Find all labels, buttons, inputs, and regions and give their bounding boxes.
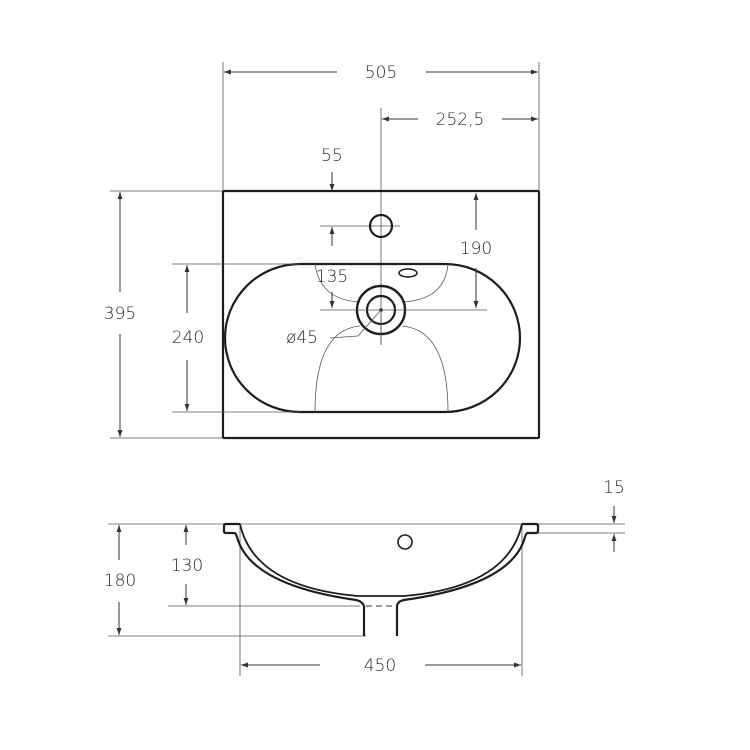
dim-tap-offset: 55 <box>320 146 400 246</box>
basin-outline <box>221 189 541 440</box>
dim-depth: 395 <box>104 192 136 437</box>
basin-profile-left <box>222 522 366 636</box>
side-view: 15 180 130 450 <box>104 478 625 676</box>
rim-thickness-label: 15 <box>603 478 625 498</box>
bowl-outline <box>223 262 522 414</box>
overflow-to-drain-label: 135 <box>316 267 348 287</box>
dim-overall-width: 505 <box>224 63 538 83</box>
overall-width-label: 505 <box>365 63 397 83</box>
dim-bowl-height: 130 <box>171 525 203 605</box>
top-view: 505 252,5 55 <box>104 62 541 440</box>
bowl-width-label: 450 <box>364 656 396 676</box>
depth-label: 395 <box>104 304 136 324</box>
half-width-label: 252,5 <box>436 110 485 130</box>
drain-diameter-label: ø45 <box>286 328 318 348</box>
dim-rim-thickness: 15 <box>603 478 625 552</box>
tap-to-drain-label: 190 <box>460 239 492 259</box>
total-height-label: 180 <box>104 571 136 591</box>
dim-half-width: 252,5 <box>382 110 538 130</box>
overflow-hole-side <box>397 534 413 550</box>
dim-bowl-width: 450 <box>241 656 521 676</box>
dim-tap-to-drain: 190 <box>460 193 492 308</box>
tap-offset-label: 55 <box>321 146 343 166</box>
overflow-hole <box>398 268 418 278</box>
dim-bowl-depth: 240 <box>172 265 204 411</box>
basin-profile-right <box>395 522 540 636</box>
bowl-height-label: 130 <box>171 556 203 576</box>
dim-total-height: 180 <box>104 525 136 635</box>
bowl-depth-label: 240 <box>172 328 204 348</box>
dim-overflow-to-drain: 135 <box>316 267 348 308</box>
tap-hole <box>368 213 394 239</box>
